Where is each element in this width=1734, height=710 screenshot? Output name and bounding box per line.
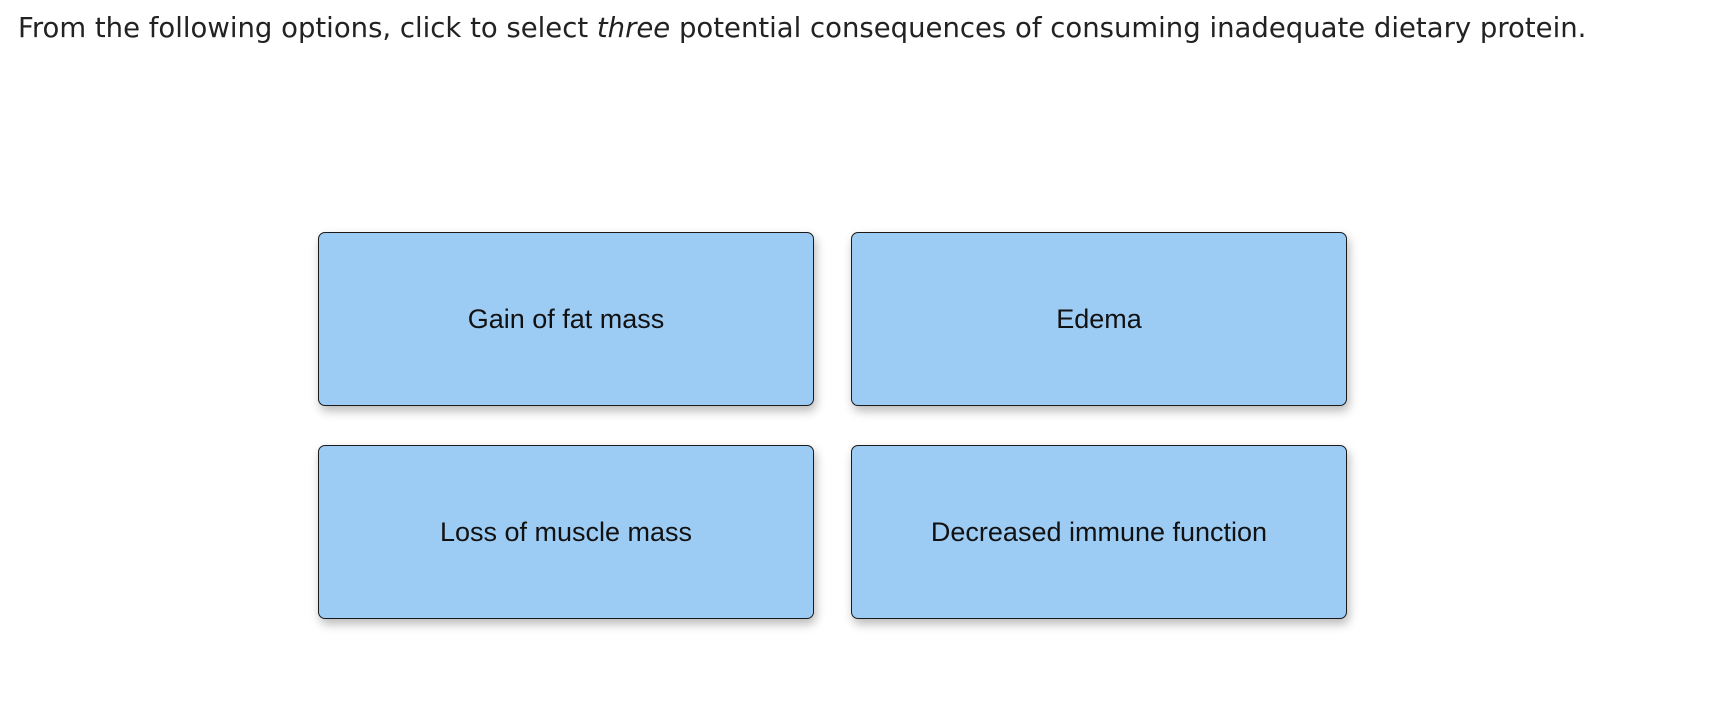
option-card-loss-of-muscle-mass[interactable]: Loss of muscle mass bbox=[318, 445, 814, 619]
question-text-emphasis: three bbox=[596, 12, 671, 44]
option-card-decreased-immune-function[interactable]: Decreased immune function bbox=[851, 445, 1347, 619]
option-label: Gain of fat mass bbox=[467, 303, 665, 334]
option-label: Loss of muscle mass bbox=[439, 516, 693, 547]
option-card-gain-of-fat-mass[interactable]: Gain of fat mass bbox=[318, 232, 814, 406]
option-card-edema[interactable]: Edema bbox=[851, 232, 1347, 406]
question-text-after: potential consequences of consuming inad… bbox=[670, 12, 1587, 44]
question-prompt: From the following options, click to sel… bbox=[18, 8, 1718, 48]
option-label: Decreased immune function bbox=[930, 516, 1268, 547]
option-label: Edema bbox=[1056, 303, 1142, 334]
question-text-before: From the following options, click to sel… bbox=[18, 12, 597, 44]
